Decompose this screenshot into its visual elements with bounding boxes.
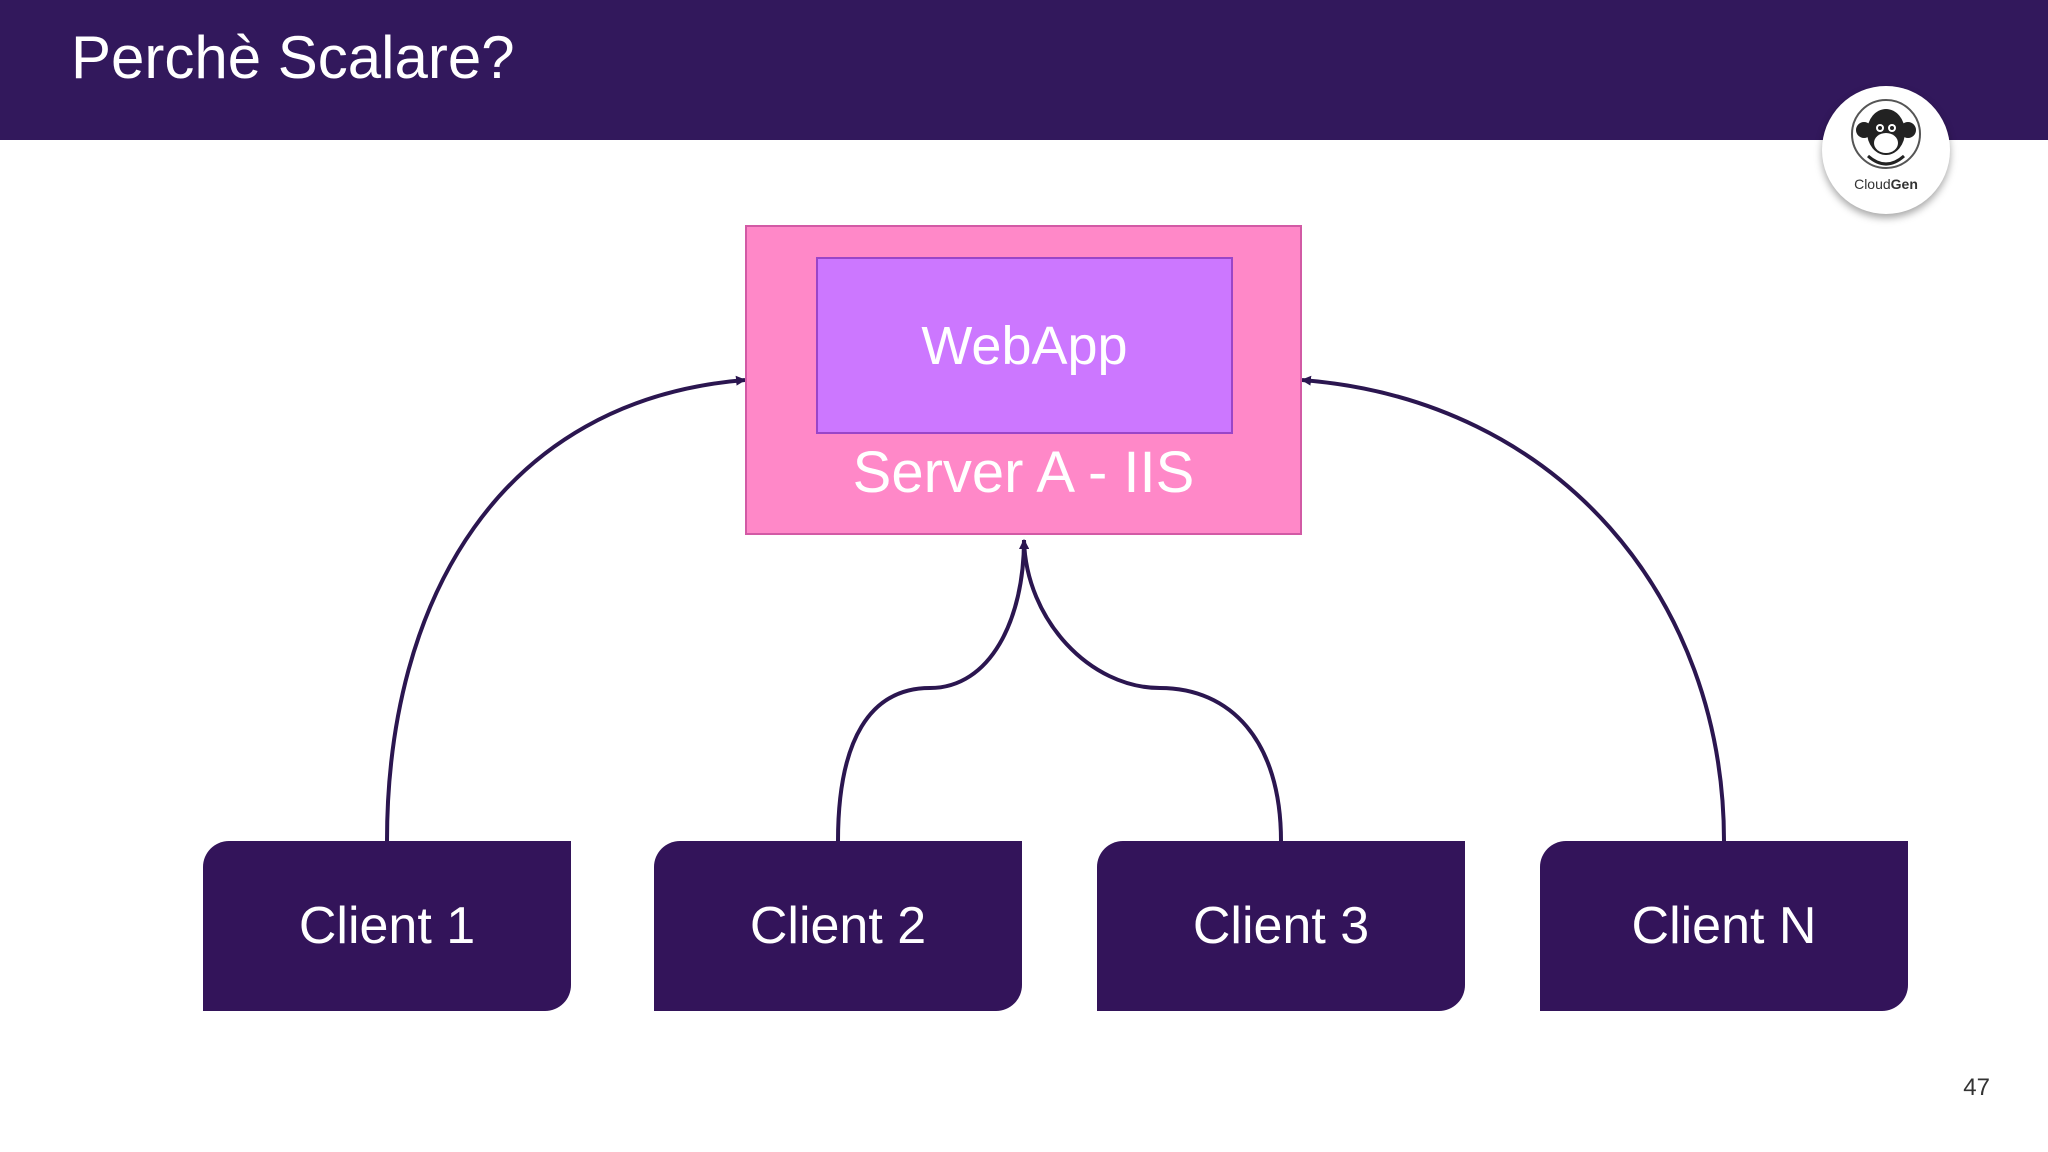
page-number: 47 bbox=[1963, 1074, 1990, 1101]
logo-text-light: Cloud bbox=[1854, 176, 1891, 192]
monkey-icon bbox=[1851, 99, 1921, 169]
server-box: WebApp Server A - IIS bbox=[745, 225, 1302, 535]
connector-client-3 bbox=[1019, 539, 1283, 842]
client-box-1: Client 1 bbox=[203, 841, 571, 1011]
client-label-2: Client 2 bbox=[749, 897, 927, 955]
slide-title: Perchè Scalare? bbox=[71, 24, 515, 91]
cloudgen-logo: CloudGen bbox=[1822, 86, 1950, 214]
client-label-n: Client N bbox=[1631, 897, 1817, 955]
client-label-3: Client 3 bbox=[1192, 897, 1370, 955]
logo-wordmark: CloudGen bbox=[1822, 176, 1950, 192]
connector-client-1 bbox=[385, 375, 746, 842]
connector-client-2 bbox=[836, 539, 1029, 842]
connector-client-n bbox=[1301, 375, 1726, 842]
client-box-2: Client 2 bbox=[654, 841, 1022, 1011]
webapp-label: WebApp bbox=[921, 315, 1128, 376]
client-box-3: Client 3 bbox=[1097, 841, 1465, 1011]
slide-header: Perchè Scalare? bbox=[0, 0, 2048, 140]
logo-text-bold: Gen bbox=[1890, 176, 1918, 192]
webapp-box: WebApp bbox=[816, 257, 1233, 434]
client-label-1: Client 1 bbox=[298, 897, 476, 955]
client-box-n: Client N bbox=[1540, 841, 1908, 1011]
server-label: Server A - IIS bbox=[852, 440, 1195, 505]
